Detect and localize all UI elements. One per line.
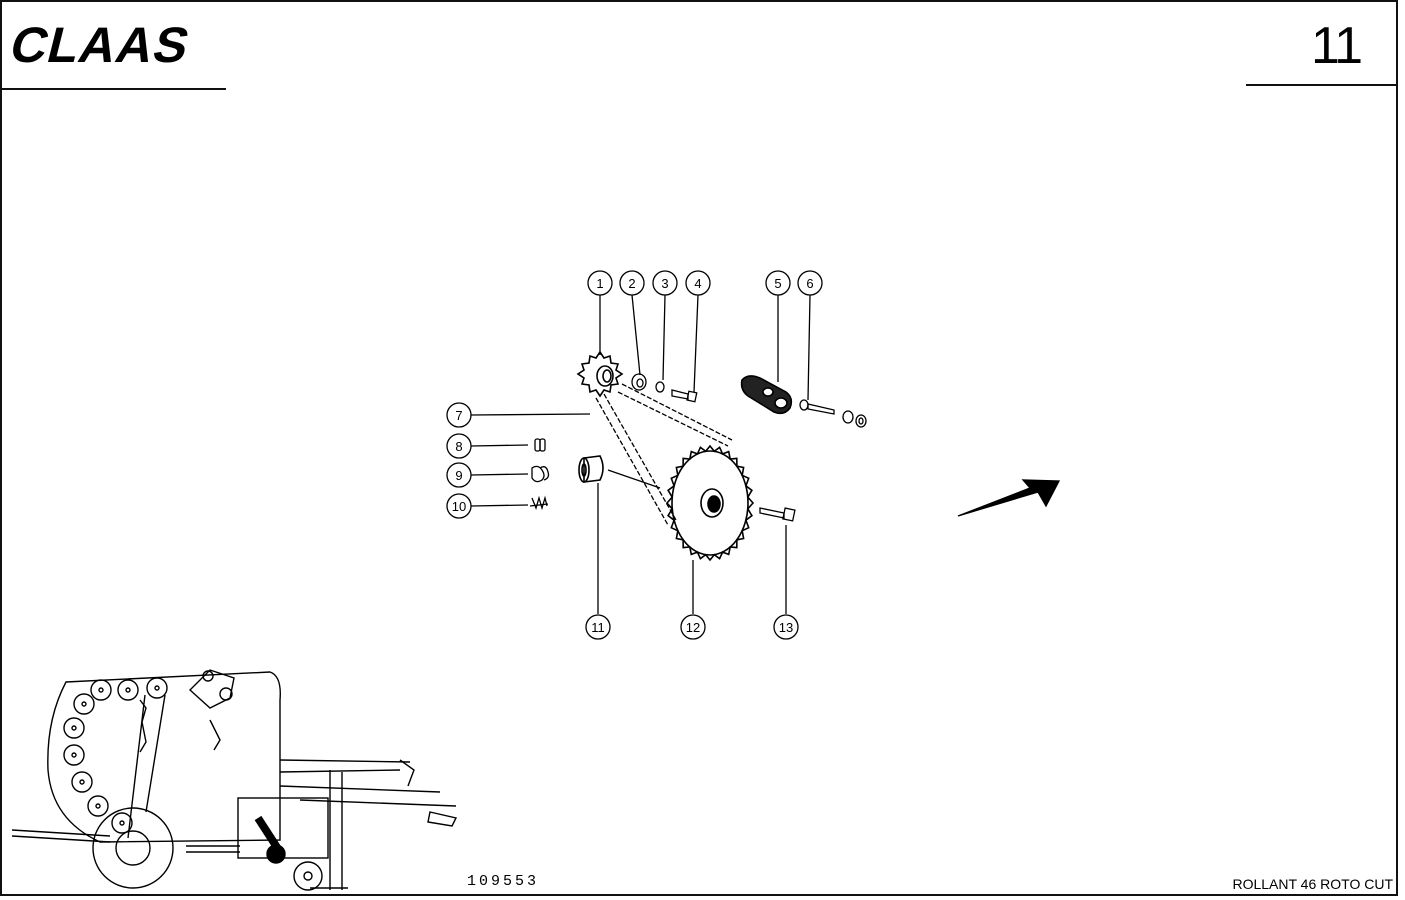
drawing-number: 109553 (467, 873, 540, 890)
callout-2: 2 (628, 276, 635, 291)
drive-chain (595, 383, 733, 526)
page-number: 11 (1311, 17, 1363, 75)
tensioner-plate (740, 375, 793, 415)
callout-labels: 1 2 3 4 5 6 7 8 9 10 11 12 13 (452, 276, 814, 635)
callout-9: 9 (455, 468, 462, 483)
bushing-washer (631, 373, 647, 391)
spacer-sleeve (578, 455, 604, 483)
callout-3: 3 (661, 276, 668, 291)
callout-12: 12 (686, 620, 700, 635)
direction-arrow-icon (957, 479, 1061, 517)
callout-7: 7 (455, 408, 462, 423)
large-sprocket (665, 444, 755, 562)
callout-8: 8 (455, 439, 462, 454)
callout-11: 11 (591, 620, 605, 635)
large-sprocket-teeth (665, 444, 755, 562)
callout-5: 5 (774, 276, 781, 291)
header-rule-right (1246, 84, 1396, 86)
model-name: ROLLANT 46 ROTO CUT (1232, 876, 1393, 892)
leader-lines (470, 294, 811, 614)
logo-text: CLAAS (6, 20, 196, 68)
hex-bolt-large (759, 507, 796, 522)
flat-washer (655, 381, 665, 393)
callout-1: 1 (596, 276, 603, 291)
connecting-link (534, 438, 546, 452)
callout-circles (446, 270, 823, 640)
callout-6: 6 (806, 276, 813, 291)
claas-logo: CLAAS (5, 17, 236, 73)
callout-10: 10 (452, 499, 466, 514)
hex-bolt-small (671, 389, 698, 403)
offset-link (531, 465, 550, 483)
callout-13: 13 (779, 620, 793, 635)
callout-4: 4 (694, 276, 701, 291)
spring-clip (529, 495, 549, 511)
header-rule-left (0, 88, 226, 90)
baler-overview-icon (11, 669, 458, 891)
tensioner-bolt (799, 399, 867, 428)
small-sprocket (576, 350, 624, 398)
